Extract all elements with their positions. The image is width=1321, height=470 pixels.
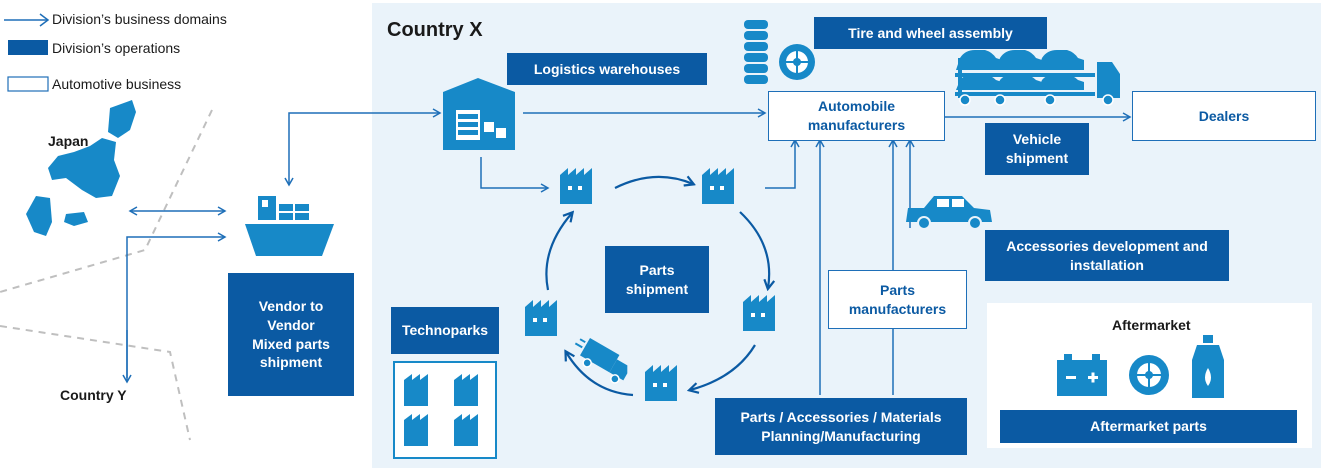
oil-bottle-icon xyxy=(1192,335,1224,398)
tire-stack-icon xyxy=(744,20,768,84)
truck-icon xyxy=(574,338,628,384)
car-icon xyxy=(906,196,992,230)
cycle-arrow-3 xyxy=(690,344,756,390)
countryy-ship-arrow xyxy=(126,232,227,378)
legend-automotive-swatch xyxy=(7,76,49,92)
technoparks-icon xyxy=(393,361,497,459)
factory-icon xyxy=(743,295,775,331)
legend-automotive-label: Automotive business xyxy=(52,76,182,92)
factory-icon xyxy=(525,300,557,336)
country-x-title: Country X xyxy=(387,19,483,41)
border-dashed-2 xyxy=(0,325,191,441)
car-carrier-icon xyxy=(955,50,1120,106)
border-dashed-1 xyxy=(0,109,213,293)
cycle-arrow-5 xyxy=(545,213,572,291)
technoparks-box: Technoparks xyxy=(391,307,499,354)
aftermarket-parts-box: Aftermarket parts xyxy=(1000,410,1297,443)
cycle-arrow-4 xyxy=(566,352,634,397)
dealers-box: Dealers xyxy=(1132,91,1316,141)
factory-icon xyxy=(645,365,677,401)
logistics-warehouses-box: Logistics warehouses xyxy=(507,53,707,85)
warehouse-icon xyxy=(443,78,515,150)
legend-arrow-icon xyxy=(4,13,50,27)
factory-icon xyxy=(560,168,592,204)
legend-business-domains-label: Division’s business domains xyxy=(52,11,227,27)
cycle-arrow-2 xyxy=(739,211,769,288)
japan-map-icon xyxy=(26,100,136,236)
ship-warehouse-arrow xyxy=(284,108,442,187)
tire-icon xyxy=(1129,355,1169,395)
legend-operations-label: Division’s operations xyxy=(52,40,181,56)
ship-icon xyxy=(245,196,334,256)
factory-auto-arrow xyxy=(765,138,800,189)
warehouse-factory-arrow xyxy=(480,157,550,193)
tire-wheel-assembly-box: Tire and wheel assembly xyxy=(814,17,1047,49)
wheel-icon xyxy=(779,44,815,80)
battery-icon xyxy=(1057,354,1107,396)
country-y-label: Country Y xyxy=(60,387,127,403)
japan-label: Japan xyxy=(48,133,89,149)
cycle-arrow-1 xyxy=(614,177,693,189)
legend-operations-swatch xyxy=(8,40,48,55)
factory-icon xyxy=(702,168,734,204)
aftermarket-title: Aftermarket xyxy=(1112,317,1191,333)
